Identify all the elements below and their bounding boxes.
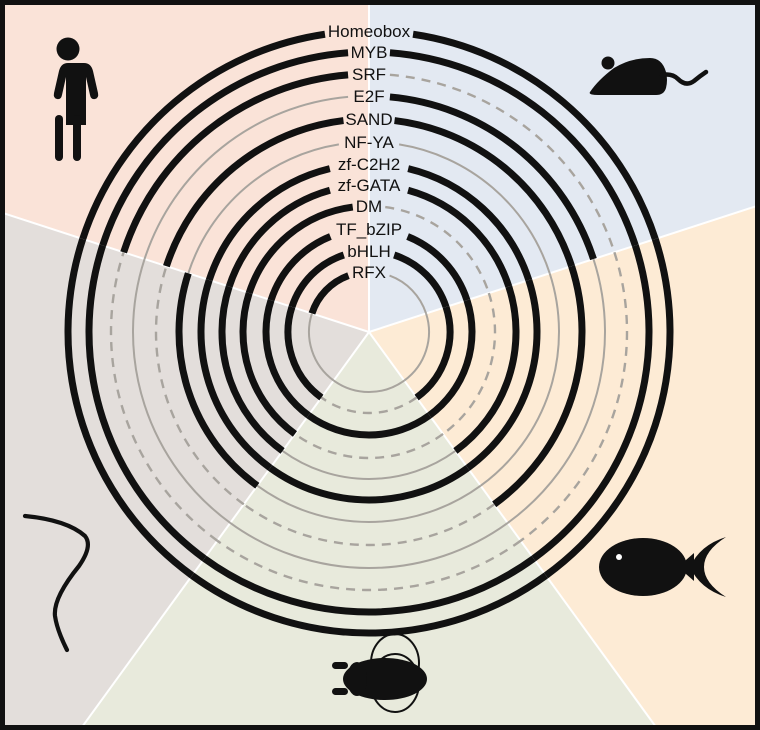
ring-arc-dm-fly (294, 432, 444, 460)
mouse-icon (589, 56, 709, 95)
ring-label: NF-YA (344, 133, 394, 152)
ring-arc-sand-worm (154, 265, 245, 506)
ring-arc-homeobox-fish (543, 237, 674, 579)
ring-arc-tf-bzip-human (267, 233, 332, 302)
ring-arc-homeobox-mouse (412, 30, 659, 241)
ring-arc-rfx-human (308, 272, 350, 315)
ring-arc-e2f-human (143, 95, 349, 260)
ring-label: MYB (351, 43, 388, 62)
ring-arc-nf-ya-human (187, 143, 340, 274)
ring-arc-zf-c2h2-fly (268, 465, 470, 504)
ring-label: Homeobox (328, 22, 411, 41)
ring-arc-bhlh-mouse (393, 251, 450, 309)
ring-arc-myb-fly (202, 555, 536, 616)
ring-arc-nf-ya-worm (175, 272, 260, 489)
ring-arc-bhlh-human (288, 251, 345, 309)
ring-arc-e2f-mouse (389, 93, 597, 261)
ring-arc-nf-ya-fly (256, 484, 482, 523)
ring-arc-e2f-worm (131, 258, 231, 524)
ring-label: E2F (353, 87, 384, 106)
ring-arc-zf-gata-worm (218, 285, 285, 454)
ring-arc-tf-bzip-worm (262, 299, 311, 419)
ring-arc-e2f-fly (229, 522, 509, 570)
ring-arc-rfx-fish (403, 313, 430, 382)
ring-arc-myb-mouse (389, 49, 639, 247)
sector-divider (0, 211, 370, 333)
ring-arc-dm-worm (239, 291, 297, 437)
ring-arc-nf-ya-fish (480, 272, 560, 487)
ring-arc-srf-worm (109, 251, 219, 542)
ring-arc-zf-c2h2-fish (465, 279, 541, 471)
ring-arc-bhlh-fish (414, 305, 454, 401)
ring-arc-dm-mouse (385, 205, 490, 294)
fly-icon (332, 633, 427, 713)
ring-arcs (64, 30, 674, 637)
ring-arc-tf-bzip-fish (427, 299, 476, 419)
ring-label: SRF (352, 65, 386, 84)
ring-arc-myb-worm (85, 244, 207, 562)
ring-arc-homeobox-human (79, 30, 326, 241)
sector-divider (368, 203, 760, 333)
ring-arc-zf-c2h2-human (205, 165, 331, 282)
ring-label: zf-GATA (338, 176, 401, 195)
ring-label: SAND (345, 110, 392, 129)
ring-arc-homeobox-fly (190, 572, 548, 637)
human-icon (52, 37, 99, 161)
ring-label: DM (356, 197, 382, 216)
ring-arc-zf-c2h2-mouse (407, 165, 533, 282)
ring-arc-homeobox-worm (64, 237, 195, 579)
ring-arc-srf-fish (519, 251, 629, 542)
ring-arc-rfx-worm (308, 313, 335, 382)
ring-arc-dm-human (245, 203, 354, 295)
ring-arc-sand-fish (492, 265, 586, 508)
ring-arc-tf-bzip-fly (306, 412, 432, 439)
ring-arc-sand-mouse (394, 117, 575, 268)
ring-arc-nf-ya-mouse (398, 143, 551, 274)
ring-arc-sand-human (163, 117, 344, 268)
sector-fish (369, 204, 760, 730)
sector-divider (78, 331, 370, 730)
ring-arc-e2f-fish (507, 258, 607, 524)
ring-arc-bhlh-fly (320, 396, 418, 415)
ring-arc-tf-bzip-mouse (406, 233, 471, 302)
sector-fly (79, 332, 659, 730)
ring-arc-zf-gata-fly (282, 450, 456, 480)
ring-arc-zf-gata-mouse (407, 186, 513, 288)
ring-arc-srf-fly (216, 539, 522, 592)
fish-icon (599, 537, 726, 597)
ring-arc-dm-fish (442, 292, 497, 435)
ring-arc-srf-human (120, 71, 349, 254)
ring-label: zf-C2H2 (338, 155, 400, 174)
ring-arc-rfx-mouse (389, 274, 428, 314)
ring-arc-zf-c2h2-worm (197, 279, 273, 471)
ring-label: TF_bZIP (336, 220, 402, 239)
ring-arc-myb-human (99, 49, 349, 247)
ring-arc-zf-gata-human (225, 186, 331, 288)
ring-label: RFX (352, 263, 386, 282)
sector-divider (368, 331, 660, 730)
ring-arc-zf-gata-fish (453, 285, 520, 454)
ring-arc-sand-fly (243, 503, 495, 547)
worm-icon (22, 513, 90, 653)
ring-arc-srf-mouse (389, 73, 616, 253)
ring-arc-rfx-fly (333, 379, 405, 393)
ring-arc-myb-fish (531, 244, 653, 562)
ring-label: bHLH (347, 242, 390, 261)
ring-arc-bhlh-worm (284, 305, 324, 401)
